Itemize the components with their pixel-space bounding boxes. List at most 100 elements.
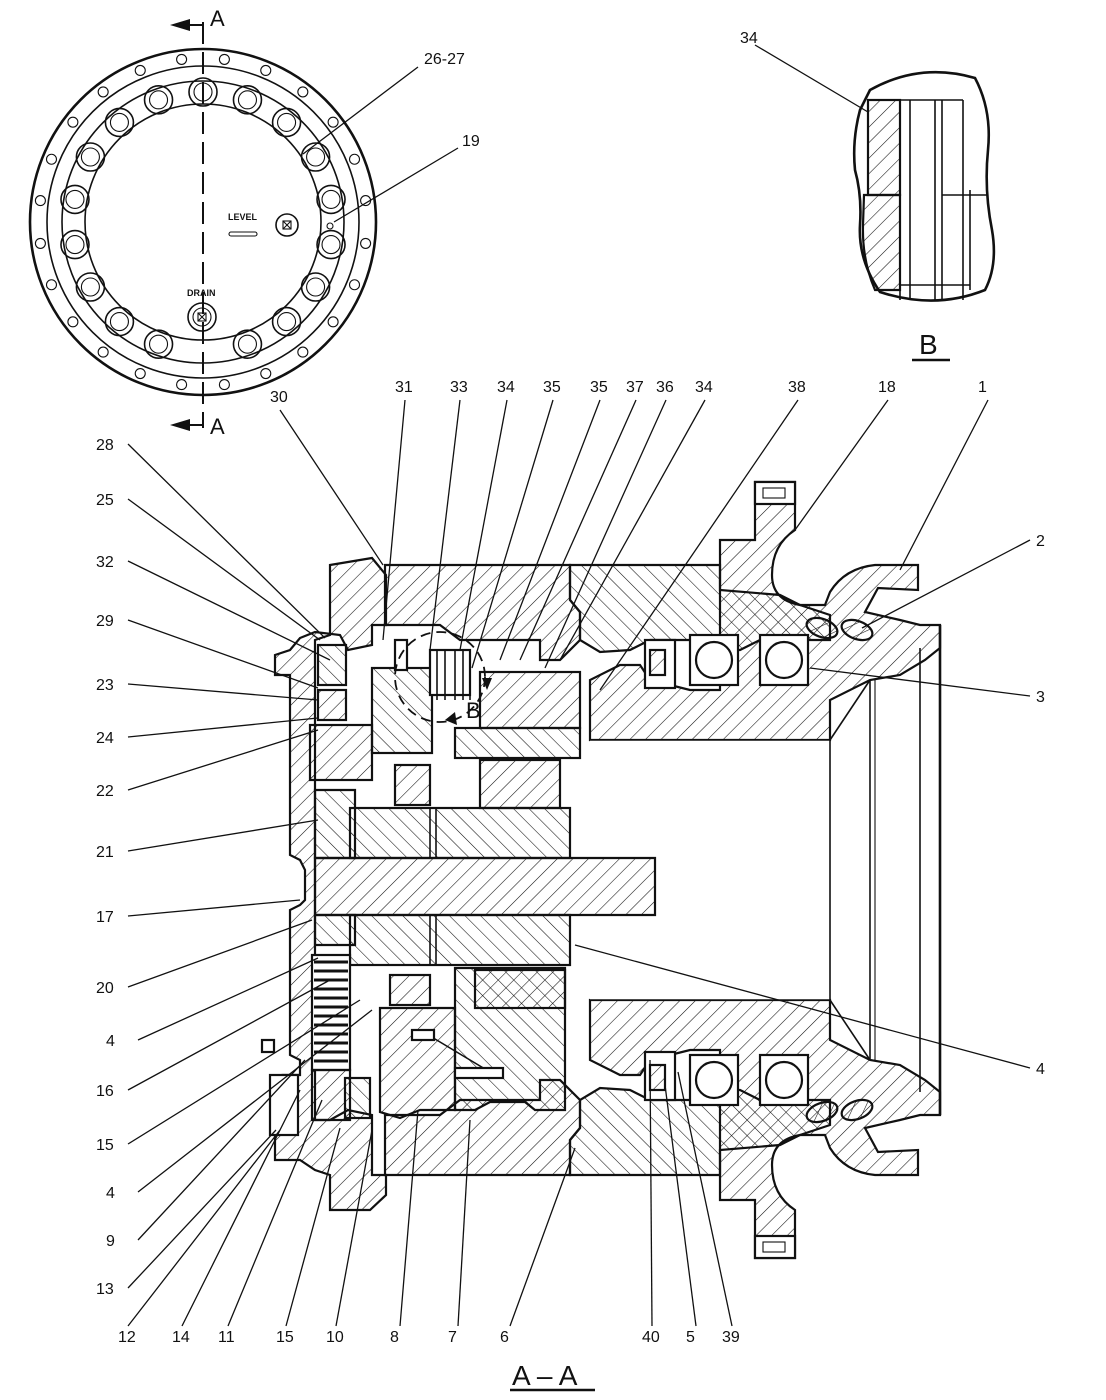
flange-hole xyxy=(134,64,146,77)
section-mark-bottom: A xyxy=(210,414,225,439)
callout-label: 30 xyxy=(270,389,288,406)
callout-label: 21 xyxy=(96,844,114,861)
callout-label: 9 xyxy=(106,1233,115,1250)
callout-label: 15 xyxy=(96,1137,114,1154)
seal-upper-1 xyxy=(805,616,839,640)
flange-hole xyxy=(348,153,361,165)
seal-upper-2 xyxy=(840,618,874,642)
callout-label: 5 xyxy=(686,1329,695,1346)
flange-hole xyxy=(327,116,339,128)
level-slot xyxy=(228,231,258,237)
flange-hole xyxy=(67,116,79,128)
plug-9 xyxy=(268,1073,300,1137)
flange-hole xyxy=(97,346,109,358)
cover-bolt xyxy=(232,329,263,359)
cover-bolt xyxy=(316,184,346,215)
cover-bolt xyxy=(271,107,302,138)
seal-lower-2 xyxy=(840,1098,874,1122)
callout-label: 34 xyxy=(695,379,713,396)
callout-label: 1 xyxy=(978,379,987,396)
flange-bolt-holes xyxy=(34,53,372,391)
callout-19: 19 xyxy=(462,133,480,150)
flange-hole xyxy=(260,64,272,77)
planet-carrier-lower xyxy=(453,966,567,1112)
ring-gear-upper xyxy=(383,563,582,662)
callout-label: 33 xyxy=(450,379,468,396)
section-arrow-top xyxy=(170,19,190,31)
cover-bolts xyxy=(60,77,346,359)
section-title: A – A xyxy=(512,1360,578,1391)
flange-hole xyxy=(34,195,46,207)
callout-label: 6 xyxy=(500,1329,509,1346)
flange-hole xyxy=(360,237,372,249)
level-label: LEVEL xyxy=(228,212,258,222)
callout-label: 17 xyxy=(96,909,114,926)
detail-b-view: 34 B xyxy=(740,30,996,362)
callout-label: 4 xyxy=(1036,1061,1045,1078)
flange-hole xyxy=(348,279,361,291)
flange-hole xyxy=(327,316,339,328)
callout-26-27: 26-27 xyxy=(424,51,465,68)
flange-hole xyxy=(218,379,230,391)
callout-label: 36 xyxy=(656,379,674,396)
callout-label: 16 xyxy=(96,1083,114,1100)
flange-hole xyxy=(45,279,58,291)
callout-label: 20 xyxy=(96,980,114,997)
callout-label: 8 xyxy=(390,1329,399,1346)
callout-label: 25 xyxy=(96,492,114,509)
flange-hole xyxy=(45,153,58,165)
detail-b-hatched-part xyxy=(866,98,902,197)
callout-label: 4 xyxy=(106,1185,115,1202)
section-mark-top: A xyxy=(210,6,225,31)
callout-label: 31 xyxy=(395,379,413,396)
callout-label: 38 xyxy=(788,379,806,396)
callout-34-detail: 34 xyxy=(740,30,758,47)
cover-bolt xyxy=(300,142,331,172)
detail-b-title: B xyxy=(919,329,938,360)
callout-label: 4 xyxy=(106,1033,115,1050)
callout-label: 39 xyxy=(722,1329,740,1346)
callout-label: 15 xyxy=(276,1329,294,1346)
planet-gear-lower xyxy=(378,1006,457,1120)
first-stage-carrier-upper xyxy=(370,666,434,755)
flange-hole xyxy=(297,346,309,358)
flange-hole xyxy=(67,316,79,328)
cover-bolt xyxy=(60,184,90,215)
cover-bolt xyxy=(75,272,106,302)
flange-hole xyxy=(218,53,230,65)
cover-bolt xyxy=(271,306,302,337)
cover-bolt xyxy=(188,77,218,107)
flange-hole xyxy=(176,379,188,391)
callout-label: 32 xyxy=(96,554,114,571)
cover-bolt xyxy=(316,229,346,260)
callout-label: 3 xyxy=(1036,689,1045,706)
callout-label: 34 xyxy=(497,379,515,396)
planet-bearing-upper xyxy=(478,758,562,810)
cover-bolt xyxy=(104,306,135,337)
drain-plug xyxy=(187,302,217,332)
level-plug xyxy=(275,213,299,237)
flange-hole xyxy=(34,237,46,249)
flange-hole xyxy=(134,367,146,380)
callout-label: 11 xyxy=(218,1329,235,1346)
callout-label: 12 xyxy=(118,1329,136,1346)
end-cover xyxy=(273,556,388,1212)
detail-b-circle xyxy=(394,631,486,723)
callout-label: 22 xyxy=(96,783,114,800)
cover-bolt xyxy=(300,272,331,302)
hole-19 xyxy=(326,222,334,230)
carrier-lower-2 xyxy=(348,913,572,967)
detail-mark: B xyxy=(466,698,481,723)
seal-lower-1 xyxy=(805,1100,839,1124)
callout-label: 13 xyxy=(96,1281,114,1298)
callout-label: 7 xyxy=(448,1329,457,1346)
flange-hole xyxy=(297,86,309,98)
carrier-upper-2 xyxy=(348,806,572,860)
callout-label: 18 xyxy=(878,379,896,396)
cover-bolt xyxy=(143,85,174,115)
callout-label: 10 xyxy=(326,1329,344,1346)
callout-label: 2 xyxy=(1036,533,1045,550)
